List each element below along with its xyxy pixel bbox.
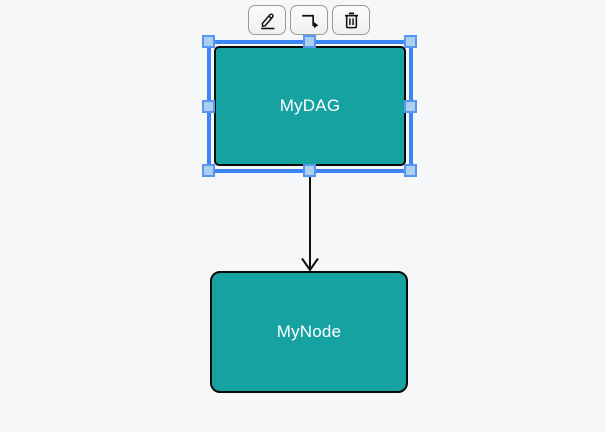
node-mynode[interactable]: MyNode	[210, 271, 408, 393]
edge-arrow[interactable]	[301, 173, 319, 272]
delete-button[interactable]	[332, 5, 370, 35]
node-label: MyNode	[276, 322, 342, 341]
trash-icon	[341, 10, 362, 31]
resize-handle-ne[interactable]	[404, 35, 417, 48]
pencil-icon	[257, 10, 278, 31]
edit-button[interactable]	[248, 5, 286, 35]
resize-handle-n[interactable]	[303, 35, 316, 48]
resize-handle-nw[interactable]	[202, 35, 215, 48]
node-mydag[interactable]: MyDAG	[214, 46, 406, 166]
resize-handle-s[interactable]	[303, 164, 316, 177]
resize-handle-w[interactable]	[202, 100, 215, 113]
resize-handle-e[interactable]	[404, 100, 417, 113]
resize-handle-se[interactable]	[404, 164, 417, 177]
resize-handle-sw[interactable]	[202, 164, 215, 177]
elbow-arrow-icon	[299, 10, 320, 31]
node-label: MyDAG	[279, 96, 341, 115]
node-toolbar	[248, 5, 370, 35]
connect-button[interactable]	[290, 5, 328, 35]
